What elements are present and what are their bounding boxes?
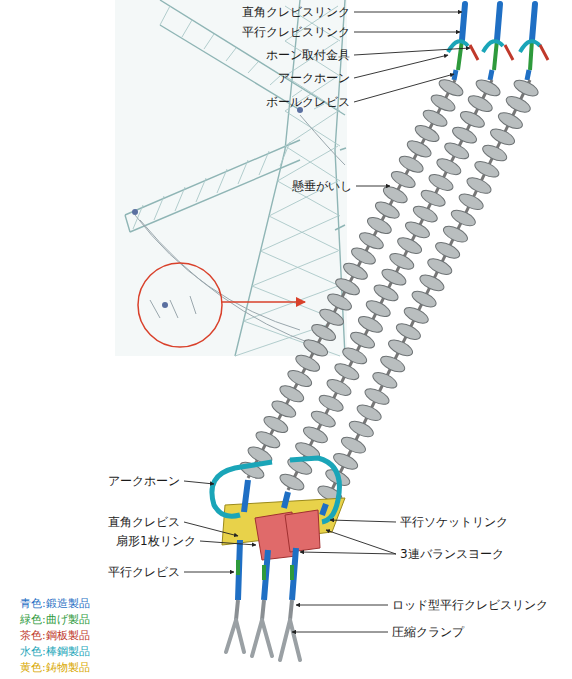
part-label: アークホーン (108, 474, 180, 488)
part-label: ロッド型平行クレビスリンク (392, 598, 548, 612)
part-label: アークホーン (278, 71, 350, 85)
zoom-circle (138, 263, 222, 347)
legend-text: 黄色:鋳物製品 (20, 661, 90, 674)
legend-text: 青色:鍛造製品 (20, 597, 90, 610)
part-label: 平行クレビスリンク (242, 25, 350, 39)
legend-entry: 水色:棒鋼製品 (20, 645, 90, 658)
part-label: 3連バランスヨーク (400, 547, 504, 561)
legend-text: 茶色:鋼板製品 (20, 629, 90, 642)
legend-entry: 黄色:鋳物製品 (20, 661, 90, 674)
zoom-arrow (222, 301, 305, 303)
bottom-hardware (212, 458, 345, 660)
legend-text: 緑色:曲げ製品 (20, 613, 90, 626)
top-hardware (448, 4, 548, 80)
part-label: 圧縮クランプ (392, 625, 464, 639)
legend-entry: 緑色:曲げ製品 (20, 613, 90, 626)
leader-lines (184, 12, 470, 632)
legend-text: 水色:棒鋼製品 (20, 645, 90, 658)
part-label: 平行ソケットリンク (400, 515, 508, 529)
part-label: 懸垂がいし (292, 179, 352, 193)
legend-entry: 青色:鍛造製品 (20, 597, 90, 610)
part-label: 平行クレビス (108, 565, 180, 579)
part-label: 直角クレビスリンク (242, 5, 350, 19)
part-label: ボールクレビス (266, 95, 350, 109)
part-label: 扇形1枚リンク (116, 534, 196, 548)
insulator-strings (238, 76, 541, 505)
part-label: ホーン取付金具 (266, 48, 350, 62)
part-label: 直角クレビス (108, 515, 180, 529)
legend-entry: 茶色:鋼板製品 (20, 629, 90, 642)
